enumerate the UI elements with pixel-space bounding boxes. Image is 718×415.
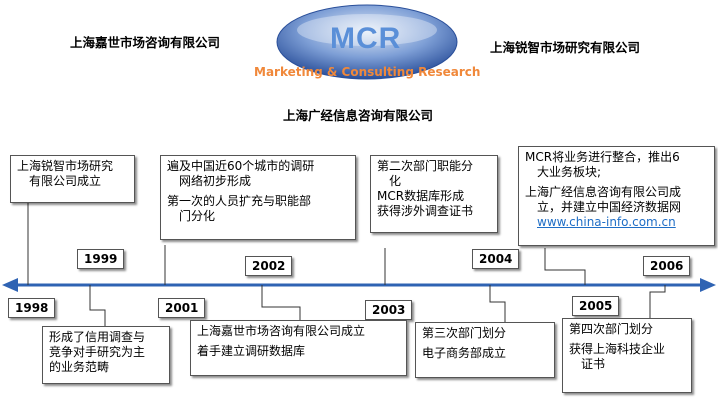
connector-1998: [27, 199, 55, 285]
event-line: 竞争对手研究为主: [49, 345, 146, 359]
event-line: 立，并建立中国经济数据网: [537, 200, 682, 214]
connector-2005: [544, 248, 586, 285]
company-center: 上海广经信息咨询有限公司: [283, 108, 434, 123]
event-line: 门分化: [179, 209, 216, 223]
year-2001: 2001: [158, 298, 206, 318]
event-line: 化: [389, 174, 402, 188]
connector-1999: [89, 285, 106, 326]
event-line: 上海锐智市场研究: [17, 159, 114, 173]
connector-2004: [489, 285, 506, 322]
timeline-axis: [2, 278, 716, 292]
axis-right-arrow: [700, 278, 716, 292]
event-line: 第二次部门职能分: [377, 159, 474, 173]
event-line: 着手建立调研数据库: [197, 344, 306, 358]
event-line: MCR将业务进行整合，推出6: [525, 150, 680, 164]
event-line: 获得上海科技企业: [569, 342, 666, 356]
china-info-link[interactable]: www.china-info.com.cn: [537, 215, 676, 229]
event-line: 上海广经信息咨询有限公司成: [525, 185, 682, 199]
year-1999: 1999: [77, 249, 125, 269]
connector-2006: [649, 285, 666, 318]
event-2004: 第三次部门划分 电子商务部成立: [415, 322, 555, 378]
event-line: 第三次部门划分: [422, 326, 507, 340]
mcr-logo: [276, 4, 458, 80]
event-line: 获得涉外调查证书: [377, 204, 474, 218]
event-line: 上海嘉世市场咨询有限公司成立: [197, 324, 366, 338]
event-2002: 上海嘉世市场咨询有限公司成立 着手建立调研数据库: [190, 320, 407, 376]
year-2003: 2003: [365, 300, 413, 320]
connector-2002: [261, 285, 301, 320]
logo-text: MCR: [330, 22, 402, 55]
event-2006: 第四次部门划分 获得上海科技企业 证书: [562, 318, 692, 393]
tagline: Marketing & Consulting Research: [254, 65, 481, 79]
event-line: 形成了信用调查与: [49, 330, 146, 344]
axis-left-arrow: [2, 278, 18, 292]
event-line: MCR数据库形成: [377, 189, 465, 203]
event-2003: 第二次部门职能分 化 MCR数据库形成 获得涉外调查证书: [370, 155, 498, 233]
event-2001: 遍及中国近60个城市的调研 网络初步形成 第一次的人员扩充与职能部 门分化: [160, 155, 356, 240]
event-line: 遍及中国近60个城市的调研: [167, 159, 315, 173]
event-line: 证书: [581, 357, 606, 371]
event-2005: MCR将业务进行整合，推出6 大业务板块; 上海广经信息咨询有限公司成 立，并建…: [518, 146, 715, 246]
year-2006: 2006: [643, 256, 691, 276]
year-2004: 2004: [472, 249, 520, 269]
event-1999: 形成了信用调查与 竞争对手研究为主 的业务范畴: [42, 326, 170, 384]
event-1998: 上海锐智市场研究 有限公司成立: [10, 155, 135, 203]
year-2005: 2005: [572, 296, 620, 316]
company-left: 上海嘉世市场咨询有限公司: [70, 35, 221, 50]
event-line: 的业务范畴: [49, 360, 110, 374]
event-line: 大业务板块;: [537, 165, 602, 179]
event-line: 有限公司成立: [29, 174, 102, 188]
year-2002: 2002: [245, 256, 293, 276]
year-1998: 1998: [8, 298, 56, 318]
company-right: 上海锐智市场研究有限公司: [490, 40, 641, 55]
event-line: 网络初步形成: [179, 174, 252, 188]
event-line: 第一次的人员扩充与职能部: [167, 194, 312, 208]
event-line: 电子商务部成立: [422, 346, 507, 360]
event-line: 第四次部门划分: [569, 322, 654, 336]
